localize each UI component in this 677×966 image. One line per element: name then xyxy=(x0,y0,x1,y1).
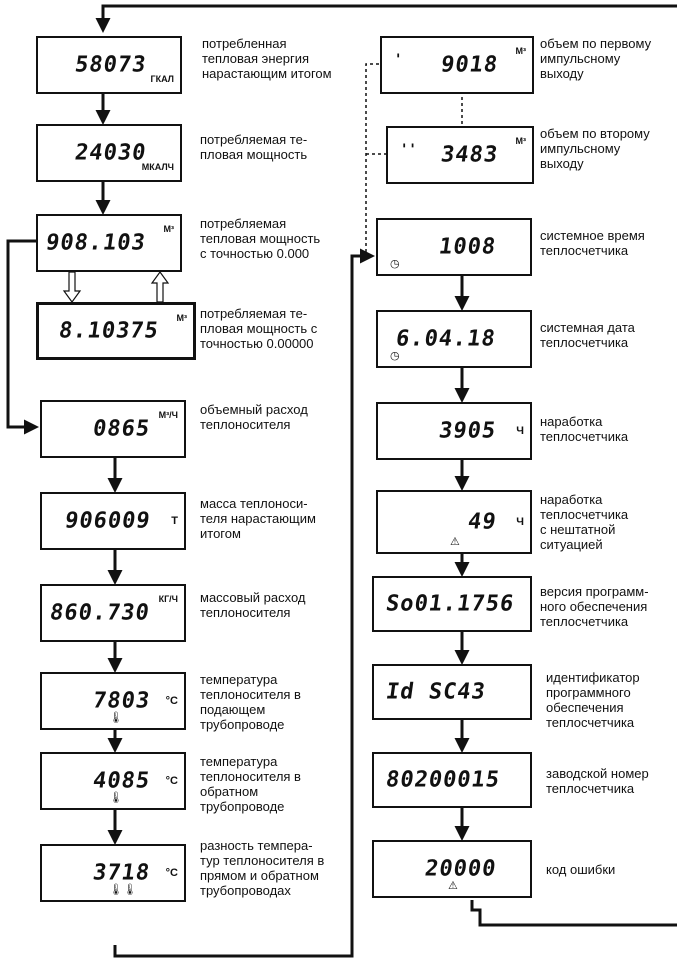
right-lcd-display-1: ' 9018 М³ xyxy=(380,36,534,94)
thermometer-icon: 🌡 xyxy=(109,711,123,724)
right-description-10: код ошибки xyxy=(546,862,616,877)
left-description-1: потребленная тепловая энергия нарастающи… xyxy=(202,36,332,81)
right-description-3: системное время теплосчетчика xyxy=(540,228,645,258)
lcd-value: 24030 xyxy=(73,140,148,166)
left-lcd-display-4: 8.10375 М³ xyxy=(36,302,196,360)
lcd-value: 3905 xyxy=(437,418,498,444)
right-description-4: системная дата теплосчетчика xyxy=(540,320,635,350)
lcd-value: 3718 xyxy=(91,860,152,886)
lcd-unit: М³ xyxy=(515,136,527,146)
right-lcd-display-7: So01.1756 xyxy=(372,576,532,632)
left-lcd-display-9: 4085 °С 🌡 xyxy=(40,752,186,810)
right-lcd-display-9: 80200015 xyxy=(372,752,532,808)
left-description-2: потребляемая те- пловая мощность xyxy=(200,132,308,162)
lcd-unit: М³/Ч xyxy=(158,410,178,420)
left-description-8: температура теплоносителя в подающем тру… xyxy=(200,672,301,732)
lcd-unit: КГ/Ч xyxy=(158,594,178,604)
lcd-value: 8.10375 xyxy=(57,318,161,344)
lcd-unit: М³ xyxy=(515,46,527,56)
left-description-10: разность темпера- тур теплоносителя в пр… xyxy=(200,838,325,898)
right-description-1: объем по первому импульсному выходу xyxy=(540,36,652,81)
right-lcd-display-10: 20000⚠ xyxy=(372,840,532,898)
thermometer-icon: 🌡 xyxy=(109,791,123,804)
channel-mark: '' xyxy=(400,142,417,158)
left-description-3: потребляемая тепловая мощность с точност… xyxy=(200,216,321,261)
right-description-9: заводской номер теплосчетчика xyxy=(546,766,649,796)
lcd-unit: М³ xyxy=(163,224,175,234)
lcd-unit: Ч xyxy=(516,425,524,437)
lcd-value: 58073 xyxy=(73,52,148,78)
lcd-value: 860.730 xyxy=(48,600,152,626)
warning-icon: ⚠ xyxy=(450,535,460,548)
dotted-line-pulse1 xyxy=(365,63,380,252)
warning-icon: ⚠ xyxy=(448,879,458,892)
hollow-arrow-up xyxy=(150,270,170,303)
left-description-6: масса теплоноси- теля нарастающим итогом xyxy=(200,496,316,541)
hollow-arrow-down xyxy=(62,271,82,304)
right-description-8: идентификатор программного обеспечения т… xyxy=(546,670,640,730)
loop-line-end xyxy=(470,900,677,927)
channel-mark: ' xyxy=(394,52,403,68)
left-description-9: температура теплоносителя в обратном тру… xyxy=(200,754,301,814)
left-lcd-display-6: 906009 Т xyxy=(40,492,186,550)
right-description-7: версия программ- ного обеспечения теплос… xyxy=(540,584,649,629)
right-lcd-display-6: 49 Ч ⚠ xyxy=(376,490,532,554)
lcd-value: 1008 xyxy=(437,234,498,260)
lcd-unit: ГКАЛ xyxy=(150,74,174,84)
loop-line-bottom xyxy=(113,248,375,958)
lcd-value: So01.1756 xyxy=(384,591,516,617)
lcd-value: 9018 xyxy=(439,52,500,78)
right-lcd-display-5: 3905 Ч xyxy=(376,402,532,460)
clock-icon: ◷ xyxy=(390,349,400,362)
left-lcd-display-5: 0865 М³/Ч xyxy=(40,400,186,458)
right-lcd-display-8: Id SC43 xyxy=(372,664,532,720)
right-description-5: наработка теплосчетчика xyxy=(540,414,629,444)
lcd-value: 49 xyxy=(465,509,498,535)
lcd-value: 80200015 xyxy=(384,767,502,793)
lcd-value: 6.04.18 xyxy=(394,326,498,352)
lcd-unit: °С xyxy=(165,775,178,787)
lcd-value: 906009 xyxy=(62,508,152,534)
lcd-unit: °С xyxy=(165,867,178,879)
left-description-5: объемный расход теплоносителя xyxy=(200,402,308,432)
lcd-value: 908.103 xyxy=(44,230,148,256)
lcd-value: Id SC43 xyxy=(384,679,488,705)
left-lcd-display-10: 3718 °С 🌡🌡 xyxy=(40,844,186,902)
lcd-value: 3483 xyxy=(439,142,500,168)
right-description-2: объем по второму импульсному выходу xyxy=(540,126,650,171)
right-lcd-display-2: '' 3483 М³ xyxy=(386,126,534,184)
lcd-value: 7803 xyxy=(91,688,152,714)
lcd-value: 4085 xyxy=(91,768,152,794)
right-lcd-display-4: 6.04.18◷ xyxy=(376,310,532,368)
lcd-unit: Ч xyxy=(516,516,524,528)
thermometer-icon: 🌡🌡 xyxy=(109,883,137,896)
right-description-6: наработка теплосчетчика с нештатной ситу… xyxy=(540,492,629,552)
left-lcd-display-3: 908.103 М³ xyxy=(36,214,182,272)
lcd-unit: М³ xyxy=(176,313,188,323)
clock-icon: ◷ xyxy=(390,257,400,270)
lcd-value: 20000 xyxy=(423,856,498,882)
loop-line-top xyxy=(95,4,677,33)
left-description-7: массовый расход теплоносителя xyxy=(200,590,306,620)
left-description-4: потребляемая те- пловая мощность с точно… xyxy=(200,306,318,351)
left-lcd-display-7: 860.730 КГ/Ч xyxy=(40,584,186,642)
lcd-unit: Т xyxy=(171,515,178,527)
lcd-unit: МКАЛЧ xyxy=(141,162,174,172)
skip-line xyxy=(6,239,39,435)
lcd-unit: °С xyxy=(165,695,178,707)
right-lcd-display-3: 1008 ◷ xyxy=(376,218,532,276)
left-lcd-display-8: 7803 °С 🌡 xyxy=(40,672,186,730)
lcd-value: 0865 xyxy=(91,416,152,442)
